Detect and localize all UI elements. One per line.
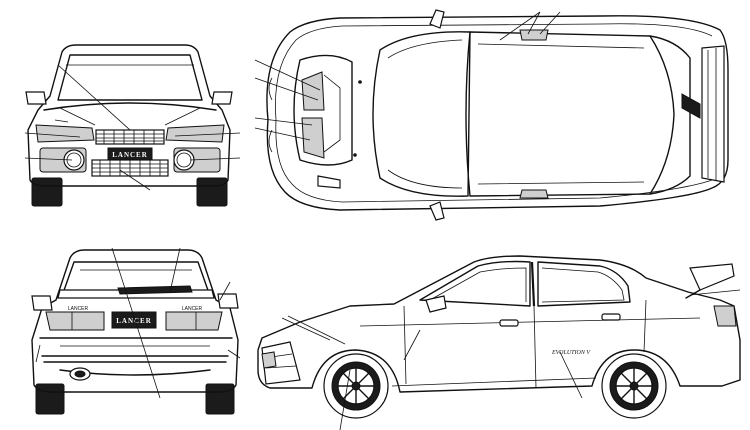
- rear-badge-left: LANCER: [68, 306, 89, 312]
- rear-view: LANCER LANCER LANCER: [31, 247, 241, 415]
- front-left-mirror: [25, 91, 47, 105]
- top-left-mirror: [429, 9, 445, 29]
- rear-plate-text: LANCER: [116, 317, 152, 325]
- top-rear-spoiler: [701, 45, 725, 183]
- rear-left-tire: [35, 383, 65, 415]
- front-right-mirror: [211, 91, 233, 105]
- side-view: EVOLUTION V: [257, 255, 741, 430]
- front-plate-text: LANCER: [112, 151, 148, 159]
- front-left-tire: [31, 177, 63, 207]
- front-right-tire: [196, 177, 228, 207]
- top-right-mirror: [429, 201, 445, 221]
- side-rear-spoiler: [689, 263, 735, 291]
- rear-left-taillight: [45, 311, 105, 331]
- rear-license-plate: [111, 311, 157, 329]
- rear-badge-right: LANCER: [182, 306, 203, 312]
- side-evolution-badge: EVOLUTION V: [551, 350, 591, 356]
- rear-right-taillight: [165, 311, 223, 331]
- rear-right-tire: [205, 383, 235, 415]
- top-view: [254, 9, 729, 221]
- side-mirror: [425, 295, 447, 313]
- front-view: LANCER: [24, 44, 241, 207]
